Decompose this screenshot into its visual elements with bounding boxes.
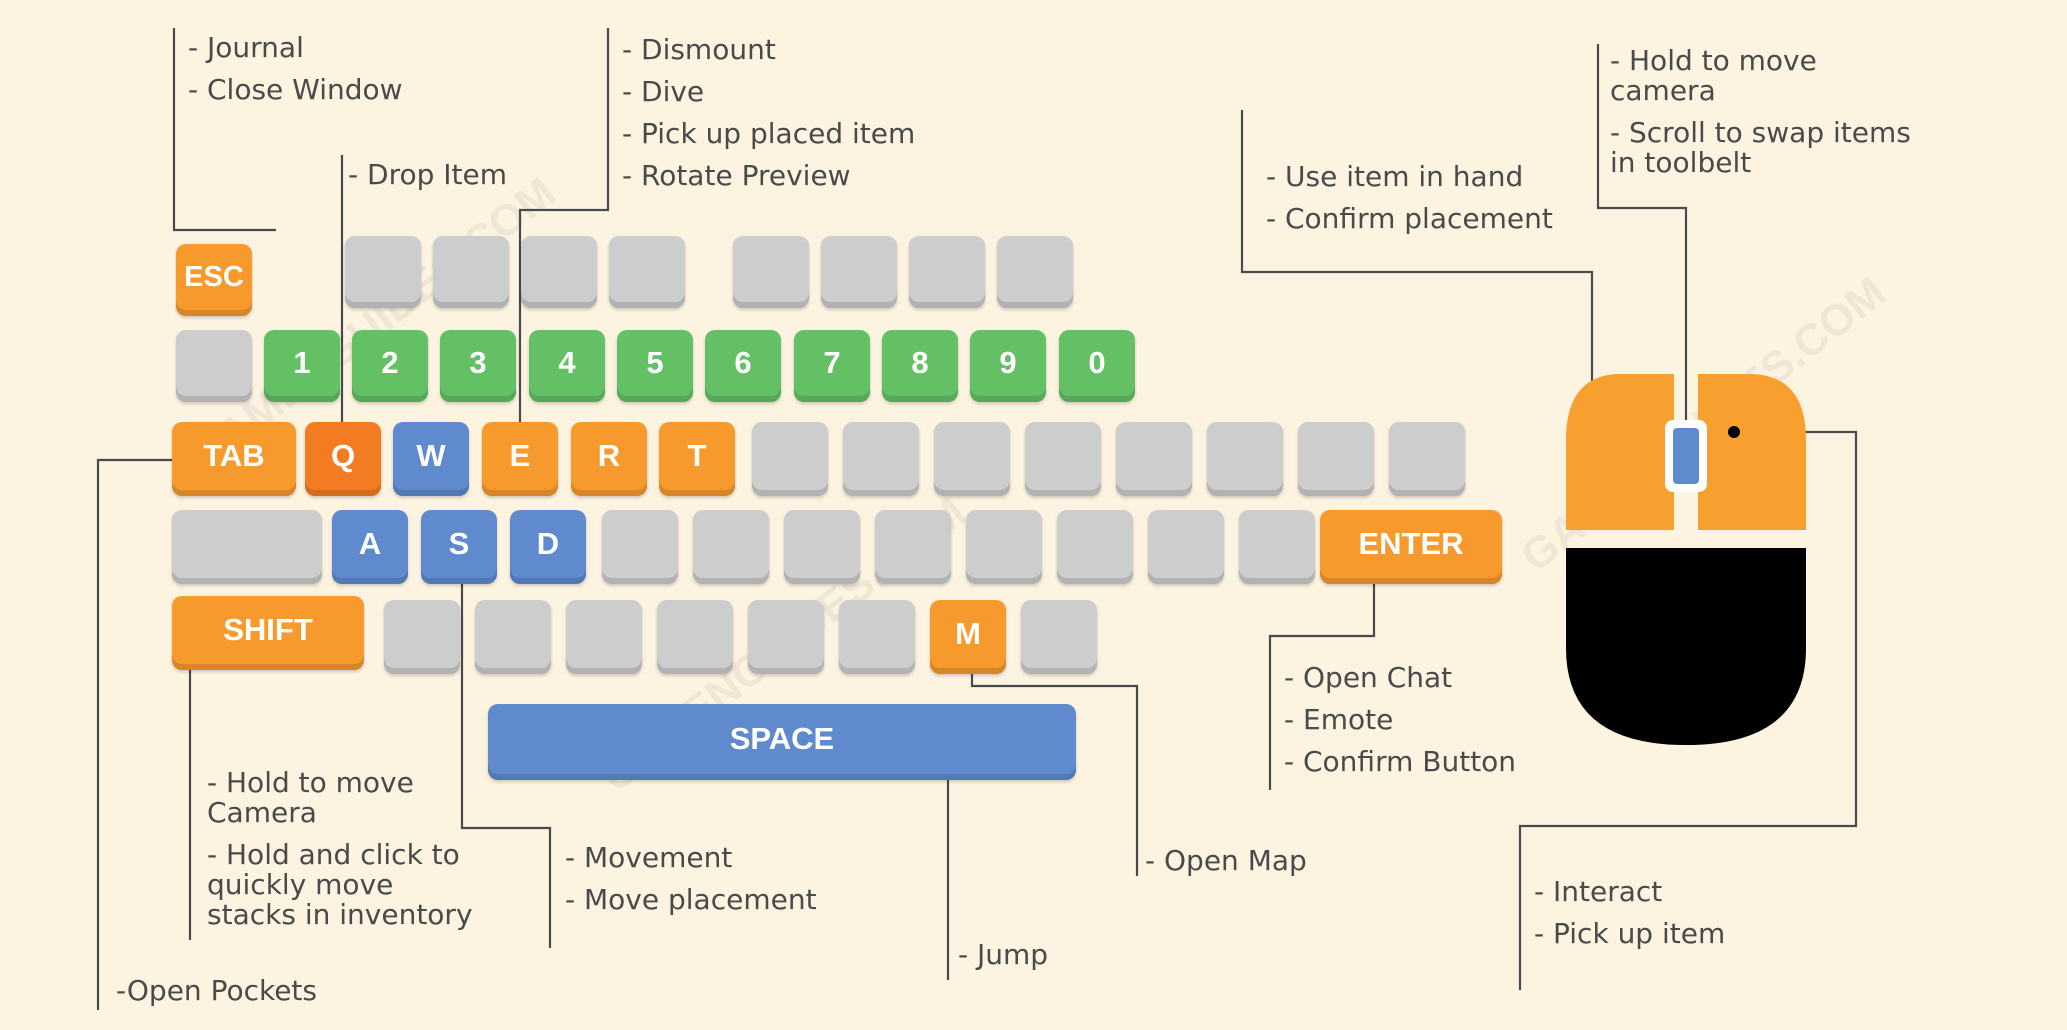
right-click-line [1518,430,1858,990]
key-f7 [909,236,985,308]
e-line [518,28,610,450]
key-esc: ESC [176,244,252,316]
key-f8 [997,236,1073,308]
key-quote [1239,510,1315,584]
right-click-dot [1728,426,1740,438]
right-click-label: - Interact - Pick up item [1534,875,1726,950]
key-space: SPACE [488,704,1076,780]
key-p [1116,422,1192,496]
key-t: T [659,422,735,496]
left-click-line [1240,110,1594,442]
enter-label: - Open Chat - Emote - Confirm Button [1284,661,1517,778]
key-comma [1021,600,1097,674]
m-label: - Open Map [1145,844,1307,877]
key-g [693,510,769,584]
s-line [460,575,552,948]
key-7: 7 [794,330,870,402]
key-f3 [521,236,597,308]
key-b [748,600,824,674]
m-line [970,665,1139,876]
key-v [657,600,733,674]
key-bracket-right [1298,422,1374,496]
space-label: - Jump [958,938,1049,971]
key-2: 2 [352,330,428,402]
key-semicolon [1148,510,1224,584]
key-f [602,510,678,584]
key-y [752,422,828,496]
esc-line [172,28,276,232]
key-caps [172,510,322,584]
key-1: 1 [264,330,340,402]
key-d: D [510,510,586,584]
key-0: 0 [1059,330,1135,402]
key-tilde [176,330,252,402]
key-l [1057,510,1133,584]
key-4: 4 [529,330,605,402]
tab-line [96,458,176,1010]
e-label: - Dismount - Dive - Pick up placed item … [622,33,916,192]
wasd-label: - Movement - Move placement [565,841,817,916]
enter-line [1268,573,1376,790]
left-click-label: - Use item in hand - Confirm placement [1266,160,1553,235]
key-u [843,422,919,496]
key-q: Q [305,422,381,496]
key-c [566,600,642,674]
mouse-right-button [1698,374,1806,530]
key-n [839,600,915,674]
key-h [784,510,860,584]
q-label: - Drop Item [348,158,508,191]
key-5: 5 [617,330,693,402]
key-e: E [482,422,558,496]
key-f2 [433,236,509,308]
key-w: W [393,422,469,496]
key-f6 [821,236,897,308]
key-f4 [609,236,685,308]
key-backslash [1389,422,1465,496]
middle-line [1596,44,1688,440]
key-z [384,600,460,674]
key-x [475,600,551,674]
key-6: 6 [705,330,781,402]
tab-label: -Open Pockets [116,974,317,1007]
key-r: R [571,422,647,496]
key-bracket-left [1207,422,1283,496]
mouse-icon [1566,374,1806,745]
middle-mouse-label: - Hold to move camera - Scroll to swap i… [1610,44,1911,179]
key-3: 3 [440,330,516,402]
key-8: 8 [882,330,958,402]
mouse-left-button [1566,374,1674,530]
key-i [934,422,1010,496]
key-shift: SHIFT [172,596,364,670]
key-f5 [733,236,809,308]
key-a: A [332,510,408,584]
key-s: S [421,510,497,584]
key-k [966,510,1042,584]
key-o [1025,422,1101,496]
key-enter: ENTER [1320,510,1502,584]
key-m: M [930,600,1006,674]
esc-label: - Journal - Close Window [188,31,403,106]
mouse-base [1566,548,1806,745]
key-tab: TAB [172,422,296,496]
mouse-wheel [1673,428,1699,484]
key-j [875,510,951,584]
shift-label: - Hold to move Camera - Hold and click t… [207,766,473,931]
key-f1 [345,236,421,308]
key-9: 9 [970,330,1046,402]
